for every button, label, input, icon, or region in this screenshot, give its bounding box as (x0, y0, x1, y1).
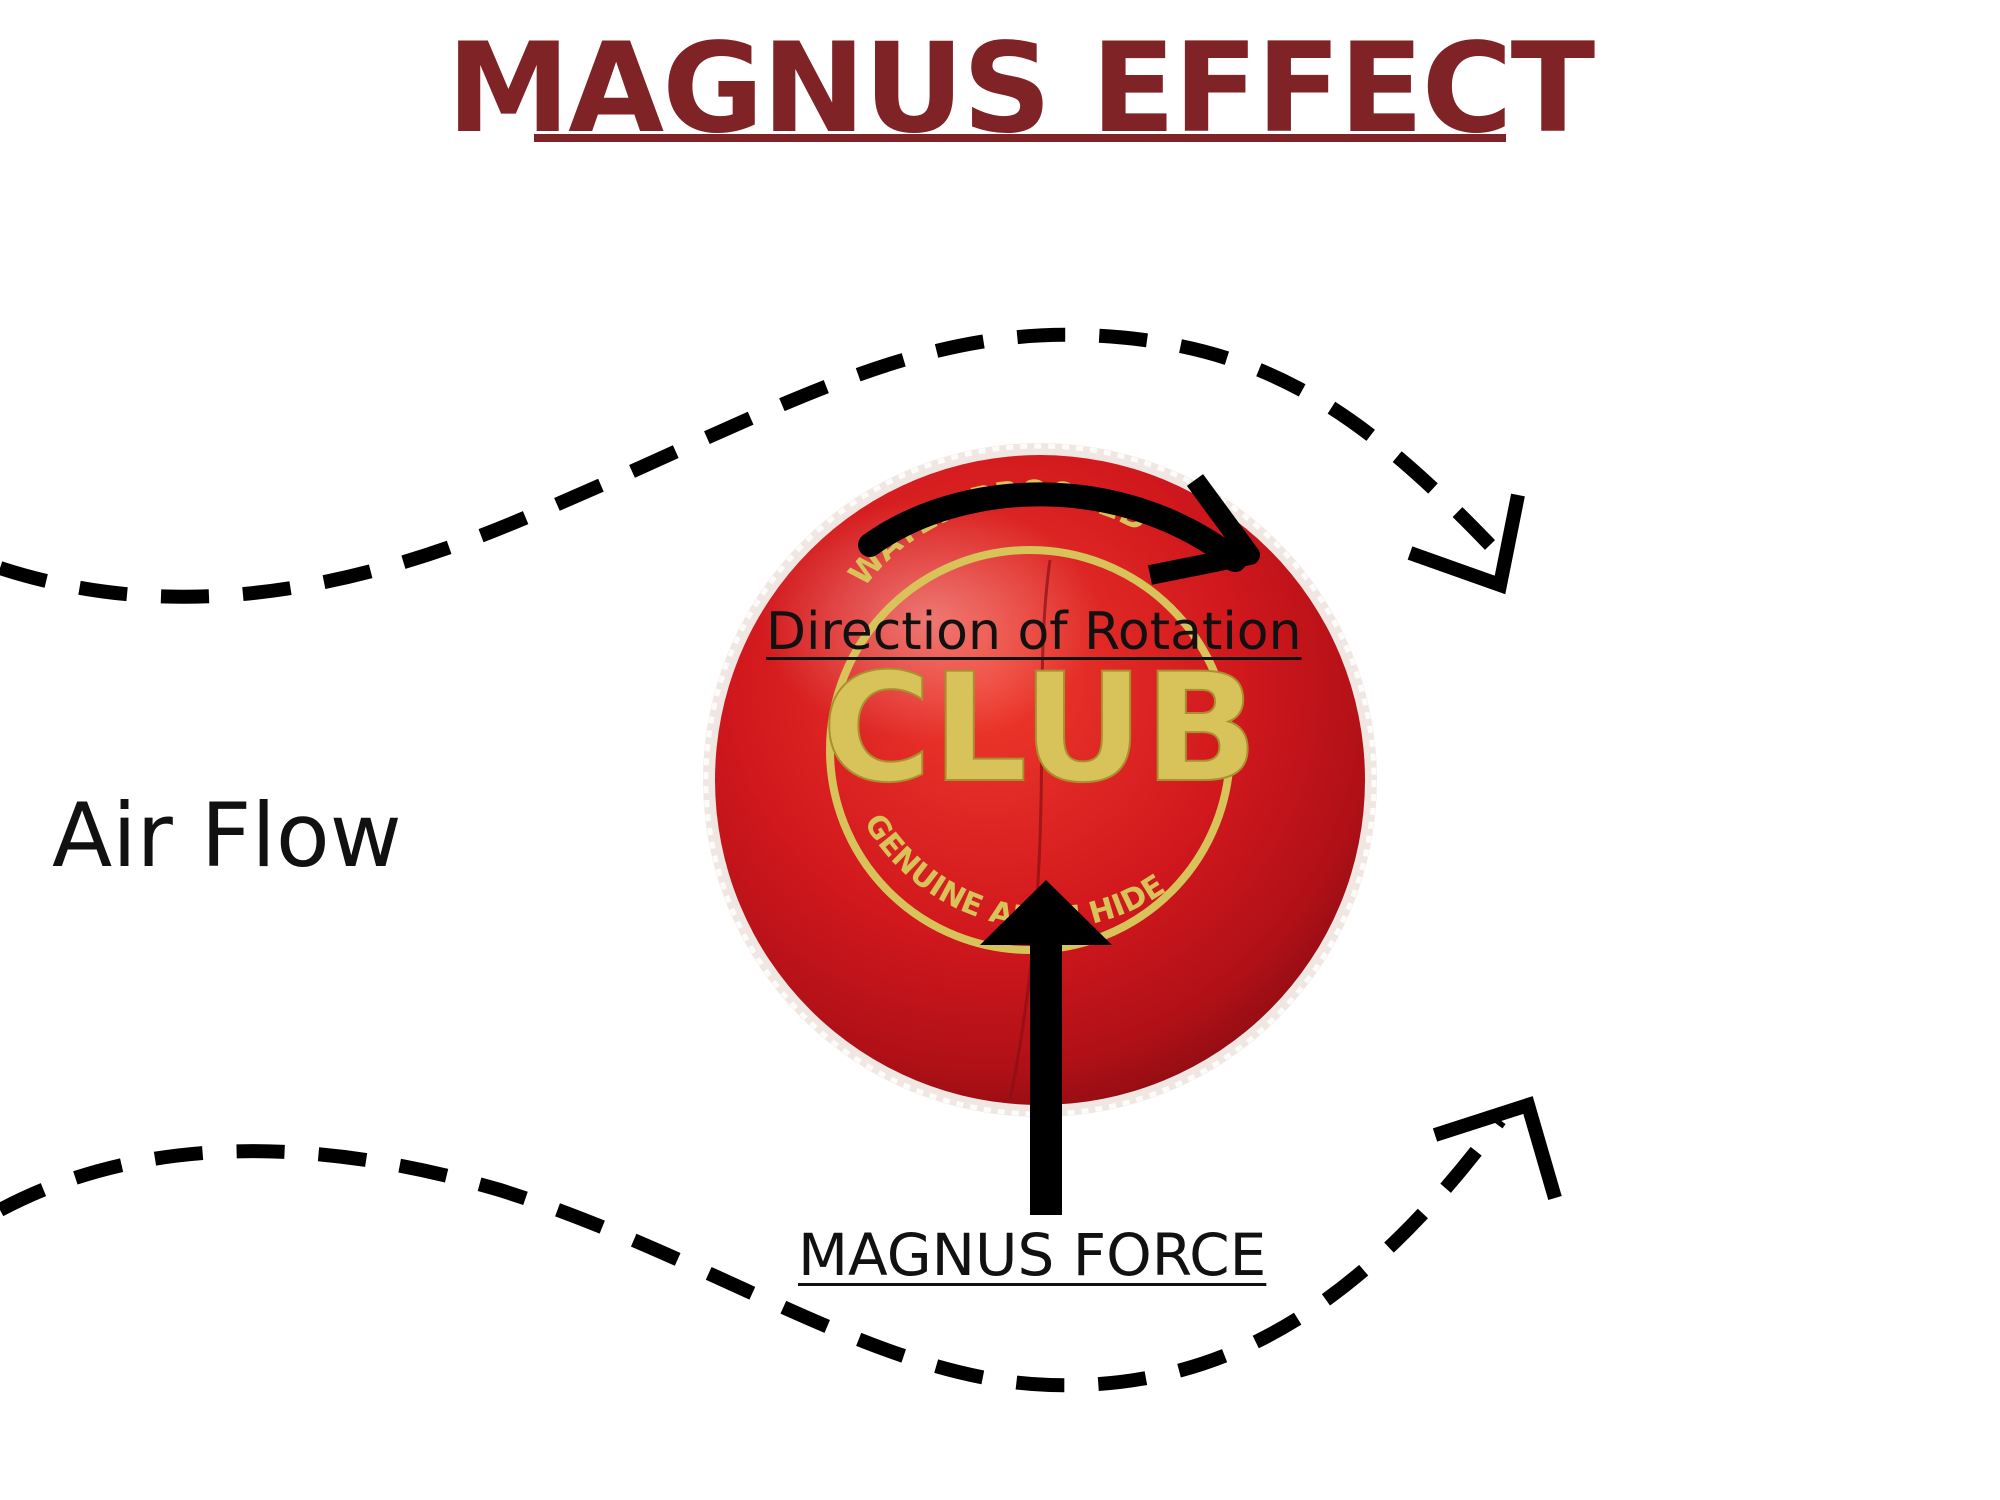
ball-brand-text: CLUB (822, 642, 1258, 816)
magnus-force-label: MAGNUS FORCE (798, 1221, 1267, 1289)
lower-airflow-arrowhead (1432, 1096, 1562, 1200)
rotation-arrow (858, 474, 1260, 585)
upper-airflow-arrowhead (1407, 493, 1525, 595)
air-flow-label: Air Flow (52, 784, 402, 887)
lower-airflow-line (0, 1115, 1506, 1393)
magnus-force-arrow (980, 880, 1112, 1215)
upper-airflow-line (0, 327, 1496, 604)
title-underline (534, 134, 1506, 142)
cricket-ball: WATER PROOFED GENUINE ALUM HIDE CLUB (703, 443, 1377, 1117)
rotation-label: Direction of Rotation (766, 602, 1302, 662)
